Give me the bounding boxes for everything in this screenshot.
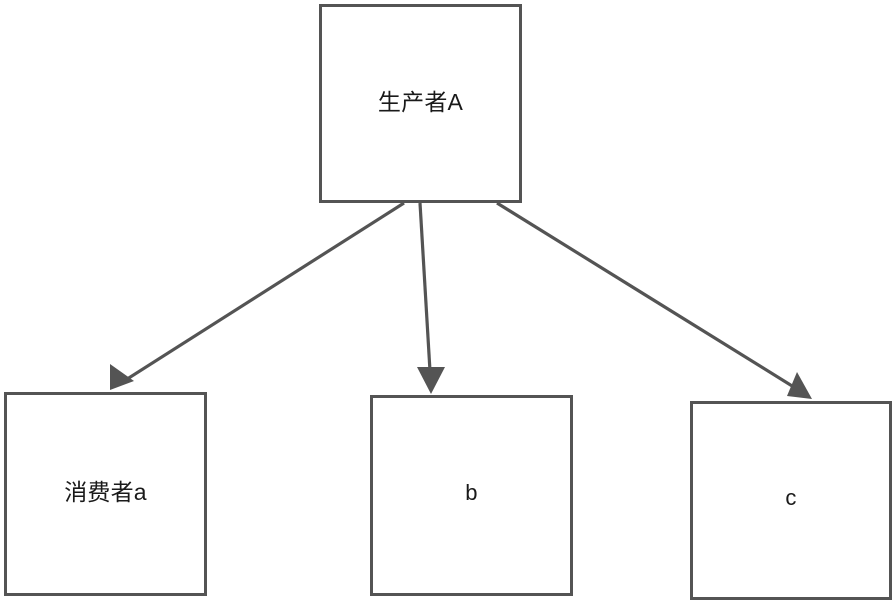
node-consumer-c[interactable]: c (690, 401, 892, 600)
node-consumer-b-label: b (465, 480, 478, 506)
edge-producer-a-to-consumer-a[interactable] (110, 201, 405, 390)
node-consumer-c-label: c (785, 485, 797, 511)
arrowhead-icon (787, 372, 812, 399)
node-consumer-b[interactable]: b (370, 395, 573, 596)
edge-line (496, 201, 798, 391)
edge-line (123, 201, 405, 383)
node-consumer-a[interactable]: 消费者a (4, 392, 207, 596)
edge-producer-a-to-consumer-b[interactable] (417, 202, 445, 394)
arrowhead-icon (417, 367, 445, 394)
edge-producer-a-to-consumer-c[interactable] (496, 201, 812, 399)
node-consumer-a-label: 消费者a (64, 479, 147, 506)
node-producer-a[interactable]: 生产者A (319, 4, 522, 203)
edge-line (418, 202, 432, 372)
arrowhead-icon (110, 364, 134, 390)
node-producer-a-label: 生产者A (377, 88, 464, 115)
